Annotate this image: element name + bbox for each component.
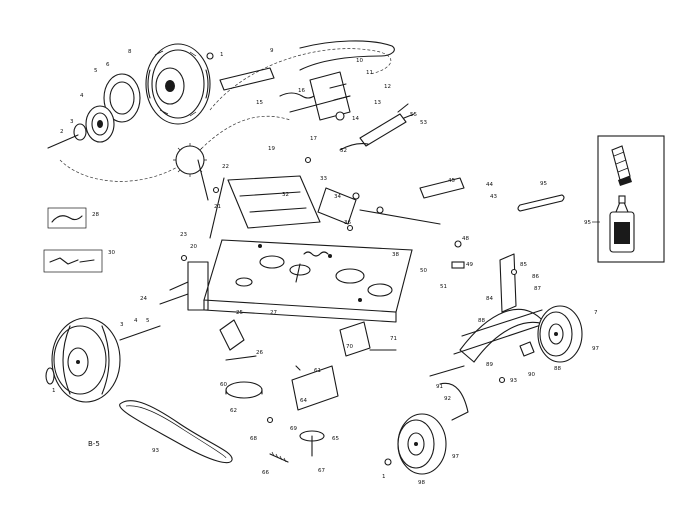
callout: 52: [340, 148, 347, 154]
callout: 14: [352, 116, 359, 122]
callout: 67: [318, 468, 325, 474]
callout: 60: [220, 382, 227, 388]
callout: 97: [592, 346, 599, 352]
diagram-caption: B-5: [88, 440, 100, 448]
callout: 61: [314, 368, 321, 374]
callout: 85: [520, 262, 527, 268]
callout: 34: [334, 194, 341, 200]
chute-lever-assembly: 55 53 52: [339, 103, 427, 154]
callout: 66: [262, 470, 269, 476]
callout: 17: [310, 136, 317, 142]
callout: 5: [146, 318, 150, 324]
callout: 62: [230, 408, 237, 414]
callout: 92: [444, 396, 451, 402]
callout: 9: [270, 48, 274, 54]
callout: 70: [346, 344, 353, 350]
callout: 91: [436, 384, 443, 390]
callout: 44: [486, 182, 493, 188]
callout: 5: [94, 68, 98, 74]
service-kit-box: 95: [584, 135, 665, 263]
rear-right-wheel: 88 97 7: [537, 305, 599, 372]
callout: 95: [540, 181, 547, 187]
callout: 33: [320, 176, 327, 182]
callout: 50: [420, 268, 427, 274]
callout: 32: [282, 192, 289, 198]
callout: 36: [344, 220, 351, 226]
callout: 16: [298, 88, 305, 94]
left-small-parts: 28 30: [43, 207, 115, 273]
callout: 4: [80, 93, 84, 99]
callout: 1: [52, 388, 56, 394]
callout: 88: [554, 366, 561, 372]
callout: 26: [256, 350, 263, 356]
callout: 97: [452, 454, 459, 460]
callout: 3: [70, 119, 74, 125]
oil-bottle-icon: [609, 195, 635, 253]
callout: 3: [120, 322, 124, 328]
callout: 27: [270, 310, 277, 316]
callout: 11: [366, 70, 373, 76]
callout: 51: [440, 284, 447, 290]
callout: 12: [384, 84, 391, 90]
callout: 22: [222, 164, 229, 170]
callout: 15: [256, 100, 263, 106]
callout: 98: [418, 480, 425, 486]
callout: 55: [410, 112, 417, 118]
main-deck-plate: 19 22 21 32 33 34 36 38 50 51 20 23: [180, 146, 447, 323]
callout: 20: [190, 244, 197, 250]
right-axle-linkage: 84 85 86 87 88 89 90 91 92: [429, 253, 549, 421]
callout: 69: [290, 426, 297, 432]
callout: 10: [356, 58, 363, 64]
rear-left-wheel: 1 3 4 5: [45, 317, 161, 403]
callout: 23: [180, 232, 187, 238]
callout: 90: [528, 372, 535, 378]
callout: 43: [490, 194, 497, 200]
callout: 21: [214, 204, 221, 210]
callout: 71: [390, 336, 397, 342]
callout: 49: [466, 262, 473, 268]
callout: 30: [108, 250, 115, 256]
callout: 45: [448, 178, 455, 184]
callout: 87: [534, 286, 541, 292]
callout: 93: [510, 378, 517, 384]
callout: 8: [128, 49, 132, 55]
callout: 88: [478, 318, 485, 324]
kit-callout: 95: [584, 220, 591, 226]
callout: 4: [134, 318, 138, 324]
callout: 89: [486, 362, 493, 368]
callout: 1: [382, 474, 386, 480]
callout: 84: [486, 296, 493, 302]
callout: 2: [60, 129, 64, 135]
callout: 28: [92, 212, 99, 218]
left-mount-brackets: 24 25 26 27: [140, 261, 277, 361]
upper-bracket-assembly: 9 10 11 12 13 14 15 16 17: [209, 40, 395, 142]
callout: 64: [300, 398, 307, 404]
callout: 7: [594, 310, 598, 316]
callout: 25: [236, 310, 243, 316]
center-lower-parts: 60 62 61 64 66 65 67 68 69 70 71: [220, 321, 397, 476]
grease-tube-icon: [611, 145, 632, 186]
callout: 68: [250, 436, 257, 442]
callout: 1: [220, 52, 224, 58]
callout: 65: [332, 436, 339, 442]
callout: 48: [462, 236, 469, 242]
callout: 13: [374, 100, 381, 106]
loose-hardware: 48 49 93: [180, 156, 517, 424]
handle-grip: 95 45 44 43: [359, 177, 565, 225]
callout: 24: [140, 296, 147, 302]
front-bottom-wheel: 98 97 1: [382, 413, 459, 486]
top-left-wheel-assembly: 2 3 4 5 6 8 1: [47, 43, 291, 182]
callout: 6: [106, 62, 110, 68]
callout: 38: [392, 252, 399, 258]
drive-belt: 93 B-5: [88, 400, 233, 464]
callout: 53: [420, 120, 427, 126]
callout: 86: [532, 274, 539, 280]
belt-callout: 93: [152, 448, 159, 454]
callout: 19: [268, 146, 275, 152]
